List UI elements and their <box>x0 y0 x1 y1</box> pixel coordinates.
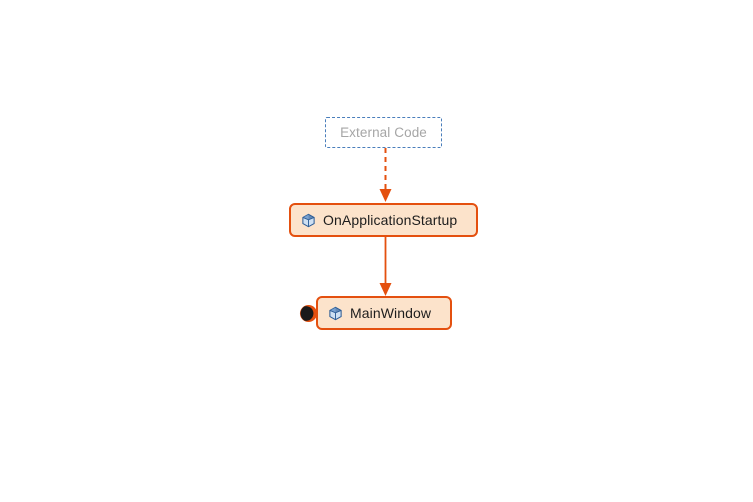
arrowhead <box>379 189 392 202</box>
entry-point-icon[interactable] <box>299 304 318 323</box>
edge-startup-to-mainwindow <box>379 237 392 296</box>
node-external-code[interactable]: External Code <box>325 117 442 148</box>
method-cube-icon <box>302 213 315 227</box>
edge-external-to-startup <box>379 148 392 202</box>
node-mainwindow-label: MainWindow <box>350 305 432 321</box>
node-external-code-label: External Code <box>340 125 427 140</box>
node-onapplicationstartup-label: OnApplicationStartup <box>323 212 458 228</box>
method-cube-icon <box>329 306 342 320</box>
node-mainwindow[interactable]: MainWindow <box>316 296 452 330</box>
arrowhead <box>379 283 392 296</box>
entry-point-triangle <box>300 306 314 321</box>
node-onapplicationstartup[interactable]: OnApplicationStartup <box>289 203 478 237</box>
